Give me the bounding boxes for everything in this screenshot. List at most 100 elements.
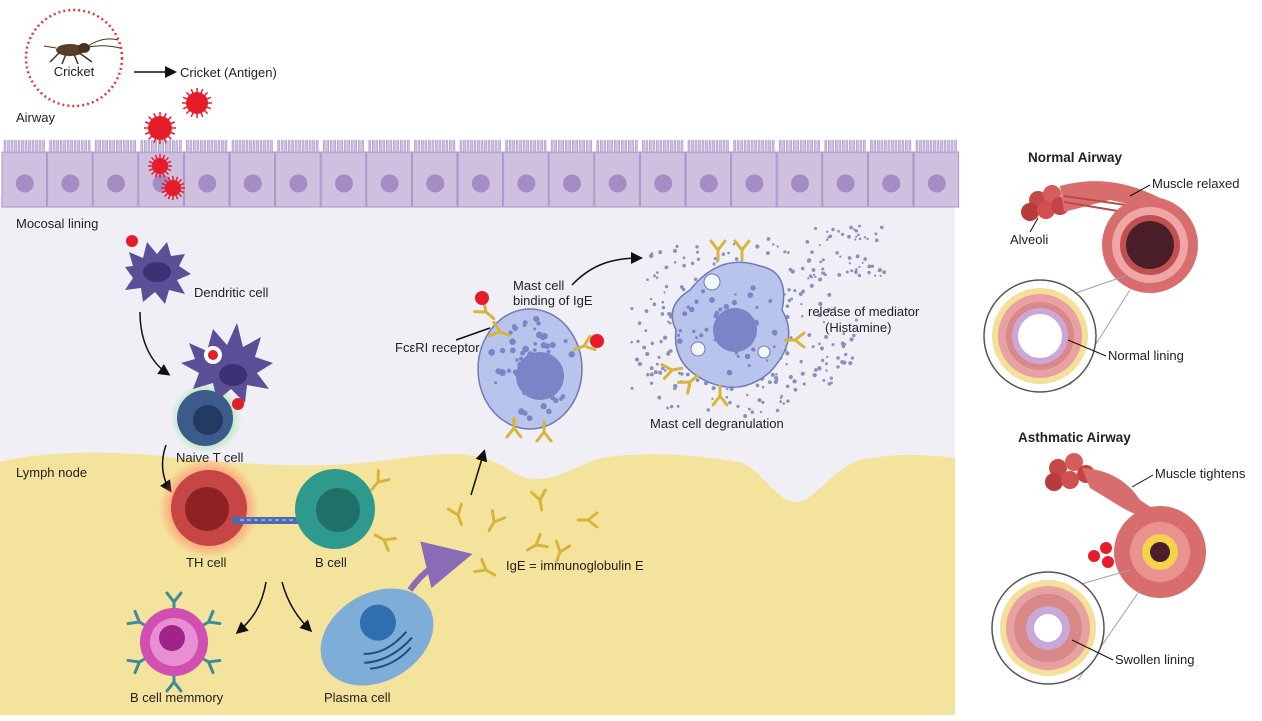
epithelial-cell (685, 139, 732, 208)
mucosal-epithelium (1, 139, 960, 208)
dendritic-cell-label: Dendritic cell (194, 285, 269, 300)
antibody-icon (535, 420, 553, 443)
epithelial-cell (503, 139, 549, 208)
epithelial-cell (639, 139, 686, 208)
antigen-particle (144, 112, 176, 144)
epithelial-cell (47, 139, 93, 208)
swollen-lining-pointer (1071, 639, 1114, 661)
fceri-pointer (455, 327, 491, 341)
b-cell-memory-label: B cell memmory (130, 690, 224, 705)
antibody-icon (530, 488, 547, 512)
plasma-cell-label: Plasma cell (324, 690, 391, 705)
antibody-icon (783, 331, 806, 349)
epithelial-cell (366, 139, 412, 208)
antibody-icon (576, 511, 599, 529)
epithelial-cell (92, 139, 139, 208)
epithelial-cell (913, 139, 960, 208)
degranulating-mast-ige (660, 239, 806, 407)
dendritic-cell-presenting (181, 323, 273, 403)
antigen-on-dendritic (126, 235, 138, 247)
arrow-plasma-to-ige (407, 541, 473, 592)
cricket-label: Cricket (54, 64, 95, 79)
memory-b-cell-nucleus (159, 625, 185, 651)
b-cell-label: B cell (315, 555, 347, 570)
th-cell-label: TH cell (186, 555, 227, 570)
epithelial-cell (229, 139, 276, 208)
epithelial-cell (548, 139, 595, 208)
epithelial-cell (411, 139, 458, 208)
antibody-icon (555, 539, 572, 563)
degranulating-mast-cell (671, 261, 790, 389)
antibody-icon (677, 374, 700, 395)
epithelial-cell (1, 139, 48, 208)
asthmatic-airway-title: Asthmatic Airway (1018, 430, 1131, 445)
muscle-tightens-pointer (1131, 474, 1154, 488)
antibody-icon (660, 363, 684, 380)
ige-label: IgE = immunoglobulin E (506, 558, 644, 573)
epithelial-cell (731, 139, 777, 208)
antibody-icon (505, 416, 523, 439)
normal-airway-illustration (1021, 181, 1198, 293)
b-cell-nucleus (316, 488, 360, 532)
epithelial-cell (457, 139, 504, 208)
antibody-icon (446, 502, 463, 526)
naive-t-cell-nucleus (193, 405, 223, 435)
swollen-lining-label: Swollen lining (1115, 652, 1195, 667)
epithelial-cell (822, 139, 868, 208)
release-mediator-label-1: release of mediator (808, 304, 920, 319)
asthmatic-airway-illustration (1045, 453, 1206, 598)
th-cell-nucleus (185, 487, 229, 531)
b-cell-antibodies (370, 469, 397, 553)
epithelial-cell (867, 139, 914, 208)
arrow-to-degranulation (571, 252, 643, 286)
asthmatic-zoom-guide-1 (1077, 569, 1131, 586)
antibody-icon (487, 509, 507, 533)
epithelial-cell (275, 139, 321, 208)
alveoli-label: Alveoli (1010, 232, 1048, 247)
antigen-on-mast-1 (475, 291, 489, 305)
antibody-icon (525, 532, 549, 552)
cricket-circle (24, 8, 124, 108)
cricket-antigen-label: Cricket (Antigen) (180, 65, 277, 80)
normal-cross-section (983, 279, 1097, 393)
antigen-particle (161, 176, 185, 200)
antigen-particle (182, 88, 212, 118)
normal-lining-label: Normal lining (1108, 348, 1184, 363)
cell-synapse (232, 517, 304, 524)
release-mediator-label-2: (Histamine) (825, 320, 891, 335)
fceri-receptor-label: FcεRI receptor (395, 340, 480, 355)
airway-label: Airway (16, 110, 56, 125)
mast-cell-binding-label-1: Mast cell (513, 278, 564, 293)
plasma-cell (320, 588, 434, 686)
muscle-tightens-label: Muscle tightens (1155, 466, 1246, 481)
antibody-icon (573, 334, 597, 351)
mucosal-lining-label: Mocosal lining (16, 216, 98, 231)
arrow-to-memory-b (235, 581, 267, 634)
muscle-relaxed-pointer (1129, 184, 1151, 197)
antigen-particle (148, 154, 172, 178)
antigen-presented (232, 398, 244, 410)
alveoli-pointer (1029, 217, 1039, 233)
mast-cell (477, 308, 583, 430)
asthmatic-cross-section (991, 571, 1105, 685)
arrow-dendritic-to-tcell (139, 311, 171, 376)
epithelial-cell (594, 139, 640, 208)
antigen-particles (144, 88, 212, 200)
mast-cell-degranulation-label: Mast cell degranulation (650, 416, 784, 431)
antibody-icon (487, 320, 511, 337)
free-ige-antibodies (446, 488, 599, 577)
antibody-icon (373, 533, 397, 553)
dendritic-cell (125, 242, 191, 304)
antibody-icon (370, 469, 391, 492)
lymph-node-label: Lymph node (16, 465, 87, 480)
antibody-icon (709, 239, 727, 262)
normal-zoom-guide-1 (1069, 274, 1129, 296)
epithelial-cell (183, 139, 230, 208)
antibody-icon (733, 239, 751, 262)
epithelial-cell (776, 139, 823, 208)
antibody-icon (711, 384, 729, 407)
epithelial-cell (320, 139, 367, 208)
normal-airway-title: Normal Airway (1028, 150, 1123, 165)
antigen-on-mast-2 (590, 334, 604, 348)
